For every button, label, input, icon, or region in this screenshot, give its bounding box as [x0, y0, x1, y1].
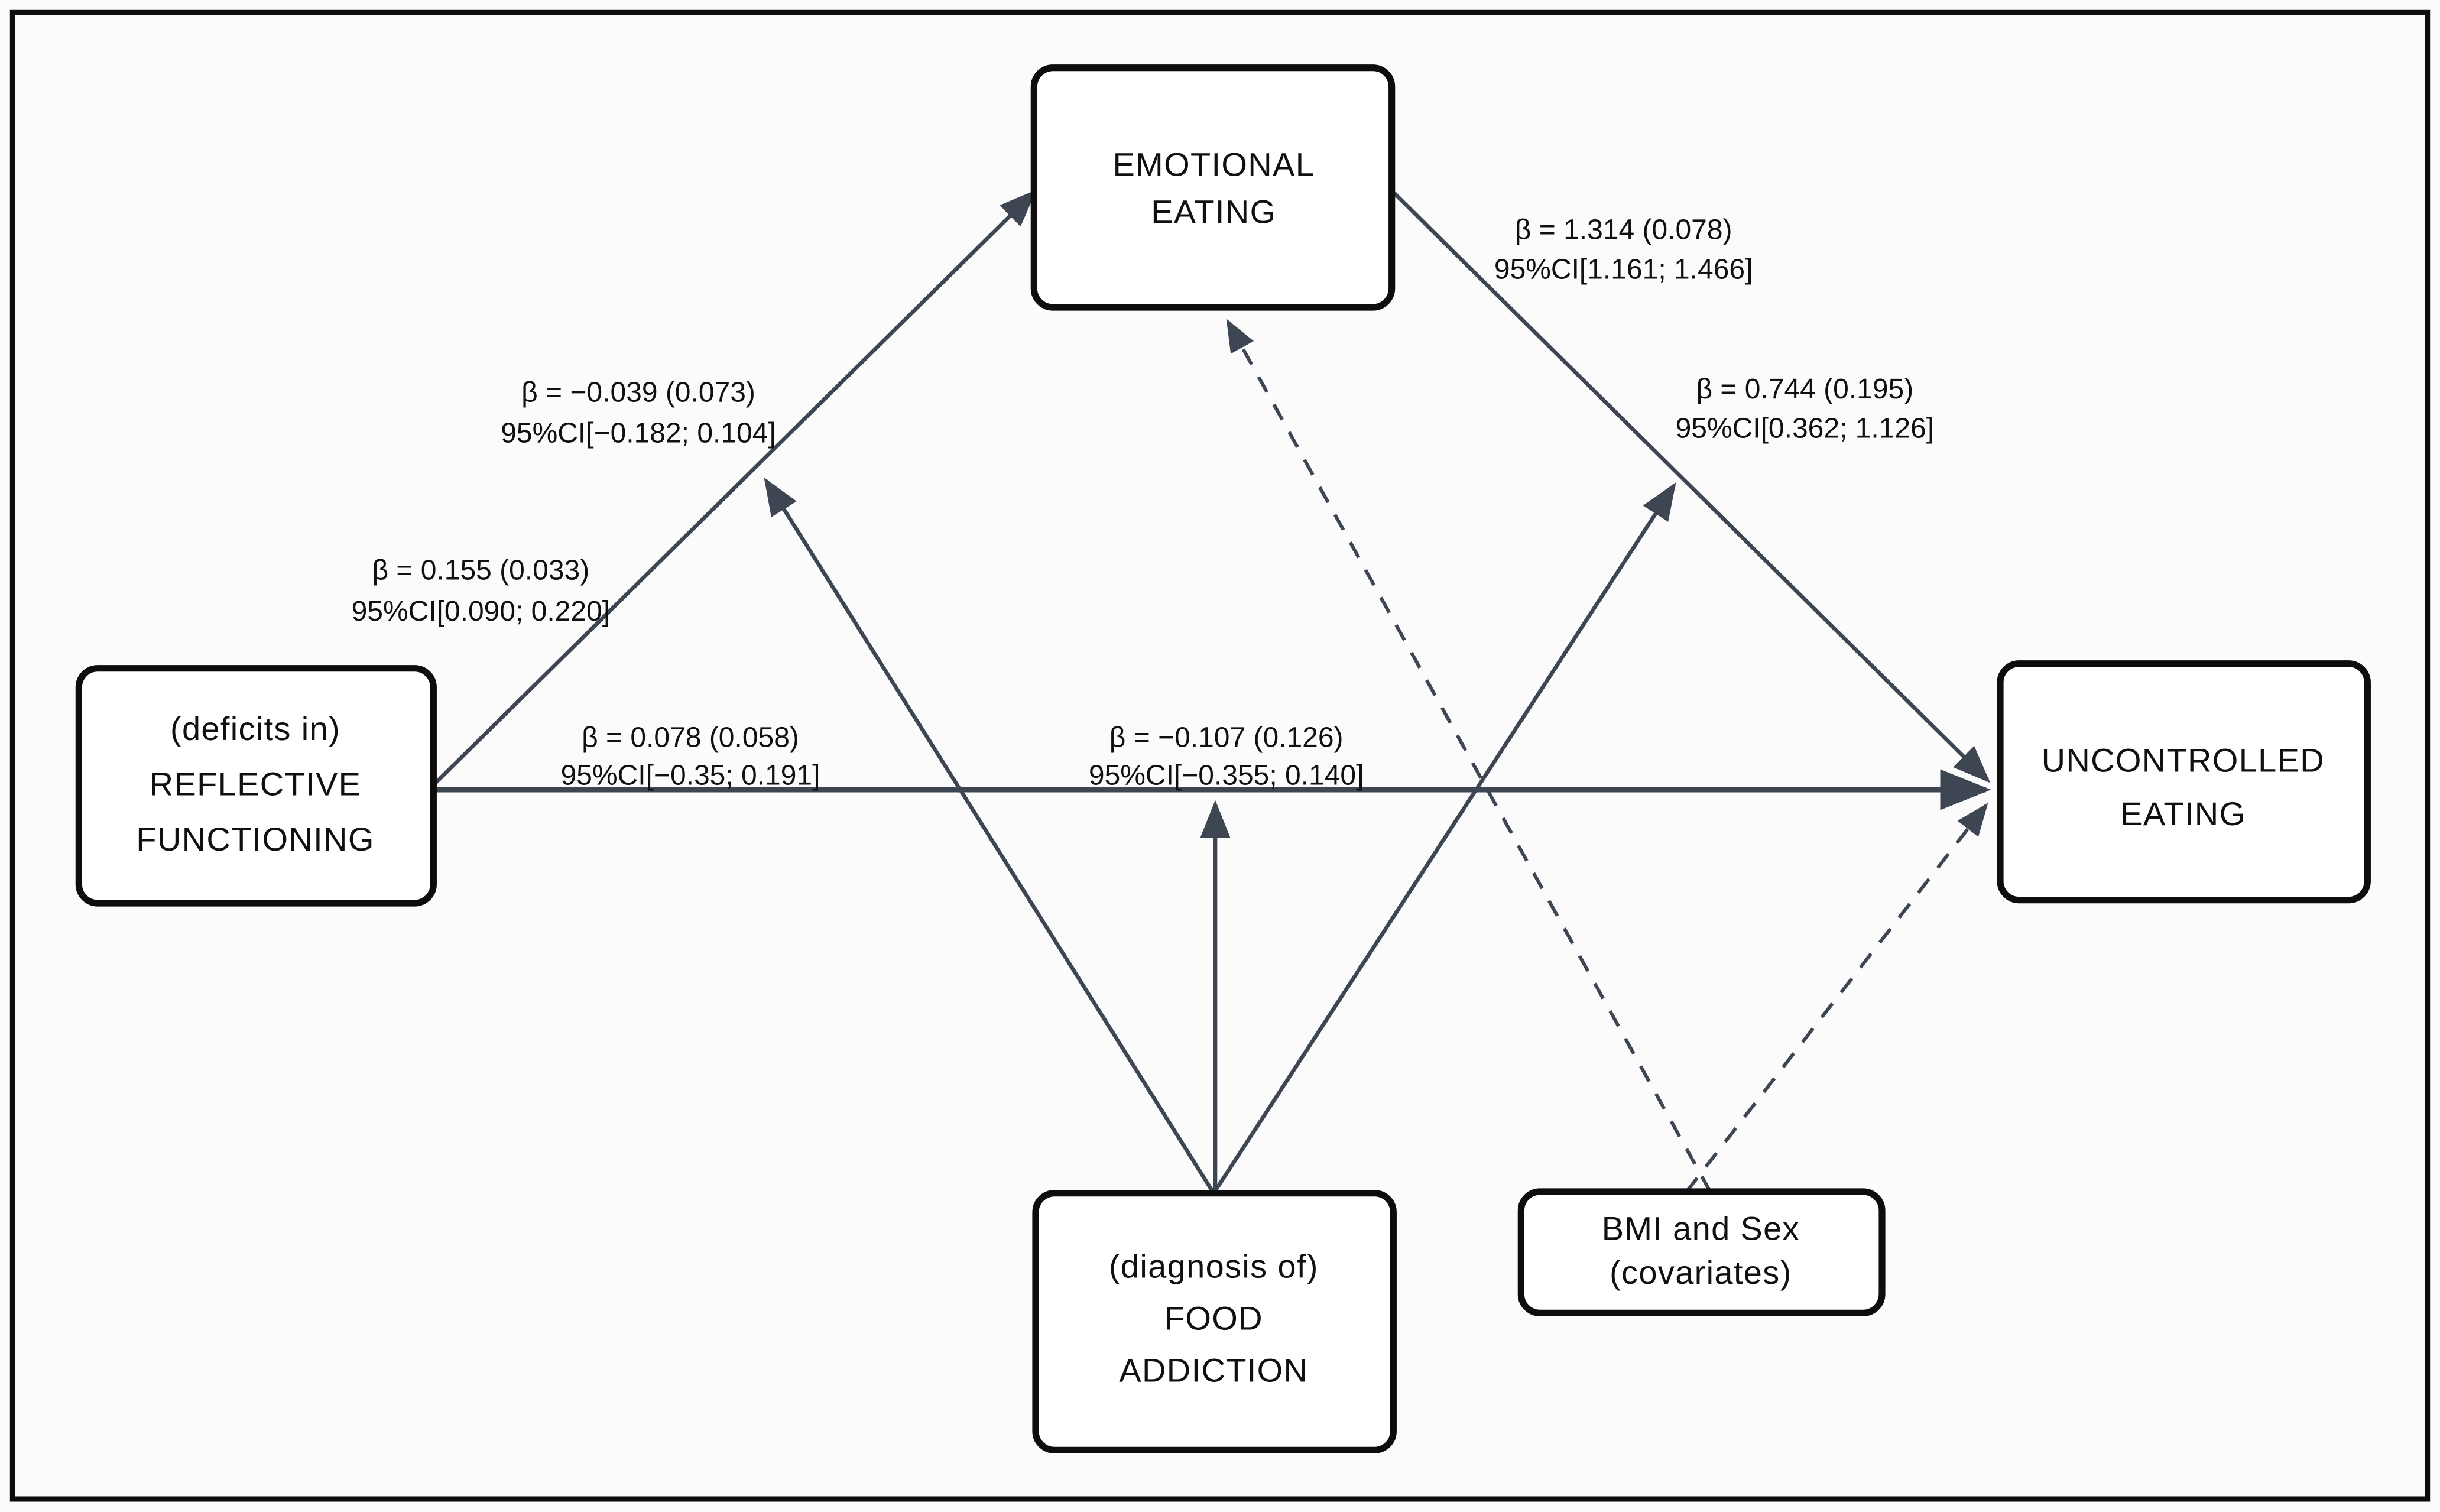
node-emotional-eating-label: EMOTIONAL — [1112, 145, 1315, 183]
node-reflective-functioning: (deficits in) REFLECTIVE FUNCTIONING — [75, 665, 437, 907]
label-fa-mod-rf-ee: β = −0.039 (0.073) 95%CI[−0.182; 0.104] — [501, 377, 776, 449]
node-food-addiction: (diagnosis of) FOOD ADDICTION — [1032, 1190, 1397, 1453]
label-rf-ue-beta: β = 0.078 (0.058) — [582, 722, 799, 753]
node-emotional-eating-label: EATING — [1151, 193, 1276, 230]
label-rf-ee-beta: β = 0.155 (0.033) — [372, 555, 589, 586]
label-ee-ue: β = 1.314 (0.078) 95%CI[1.161; 1.466] — [1494, 215, 1753, 285]
arrow-ee-to-ue — [1390, 189, 1991, 783]
label-fa-mod-rf-ue-beta: β = −0.107 (0.126) — [1109, 722, 1344, 753]
node-reflective-functioning-label: FUNCTIONING — [136, 820, 374, 858]
arrow-fa-moderates-ee-ue — [1212, 482, 1676, 1195]
label-fa-mod-ee-ue-beta: β = 0.744 (0.195) — [1696, 374, 1913, 405]
node-covariates-label: (covariates) — [1610, 1254, 1792, 1291]
label-fa-mod-ee-ue-ci: 95%CI[0.362; 1.126] — [1676, 413, 1935, 444]
node-emotional-eating: EMOTIONAL EATING — [1030, 64, 1396, 311]
node-uncontrolled-eating-label: EATING — [2120, 795, 2246, 832]
arrow-covariates-to-ue — [1685, 803, 1988, 1193]
label-fa-mod-ee-ue: β = 0.744 (0.195) 95%CI[0.362; 1.126] — [1676, 374, 1935, 444]
arrow-rf-to-ee — [431, 189, 1037, 787]
outer-frame — [9, 9, 2431, 1502]
label-fa-mod-rf-ue: β = −0.107 (0.126) 95%CI[−0.355; 0.140] — [1089, 722, 1364, 791]
label-rf-ee: β = 0.155 (0.033) 95%CI[0.090; 0.220] — [352, 555, 611, 627]
label-rf-ee-ci: 95%CI[0.090; 0.220] — [352, 596, 611, 627]
node-food-addiction-label: FOOD — [1164, 1299, 1263, 1336]
label-rf-ue-ci: 95%CI[−0.35; 0.191] — [561, 760, 820, 791]
node-food-addiction-label: (diagnosis of) — [1109, 1247, 1319, 1284]
node-covariates: BMI and Sex (covariates) — [1517, 1188, 1886, 1316]
label-ee-ue-beta: β = 1.314 (0.078) — [1515, 215, 1732, 246]
label-fa-mod-rf-ee-ci: 95%CI[−0.182; 0.104] — [501, 418, 776, 449]
node-uncontrolled-eating: UNCONTROLLED EATING — [1997, 660, 2371, 904]
node-food-addiction-label: ADDICTION — [1119, 1351, 1308, 1388]
node-reflective-functioning-box — [75, 665, 437, 907]
label-rf-ue: β = 0.078 (0.058) 95%CI[−0.35; 0.191] — [561, 722, 820, 791]
node-food-addiction-box — [1032, 1190, 1397, 1453]
arrow-covariates-to-ee — [1226, 319, 1712, 1193]
label-ee-ue-ci: 95%CI[1.161; 1.466] — [1494, 254, 1753, 285]
label-fa-mod-rf-ue-ci: 95%CI[−0.355; 0.140] — [1089, 760, 1364, 791]
node-emotional-eating-box — [1030, 64, 1396, 311]
node-uncontrolled-eating-box — [1997, 660, 2371, 904]
node-reflective-functioning-label: REFLECTIVE — [150, 765, 362, 802]
label-fa-mod-rf-ee-beta: β = −0.039 (0.073) — [521, 377, 755, 408]
arrow-fa-moderates-rf-ee — [764, 477, 1216, 1195]
node-covariates-label: BMI and Sex — [1602, 1209, 1800, 1247]
node-covariates-box — [1517, 1188, 1886, 1316]
node-uncontrolled-eating-label: UNCONTROLLED — [2042, 741, 2325, 778]
node-reflective-functioning-label: (deficits in) — [170, 710, 340, 747]
